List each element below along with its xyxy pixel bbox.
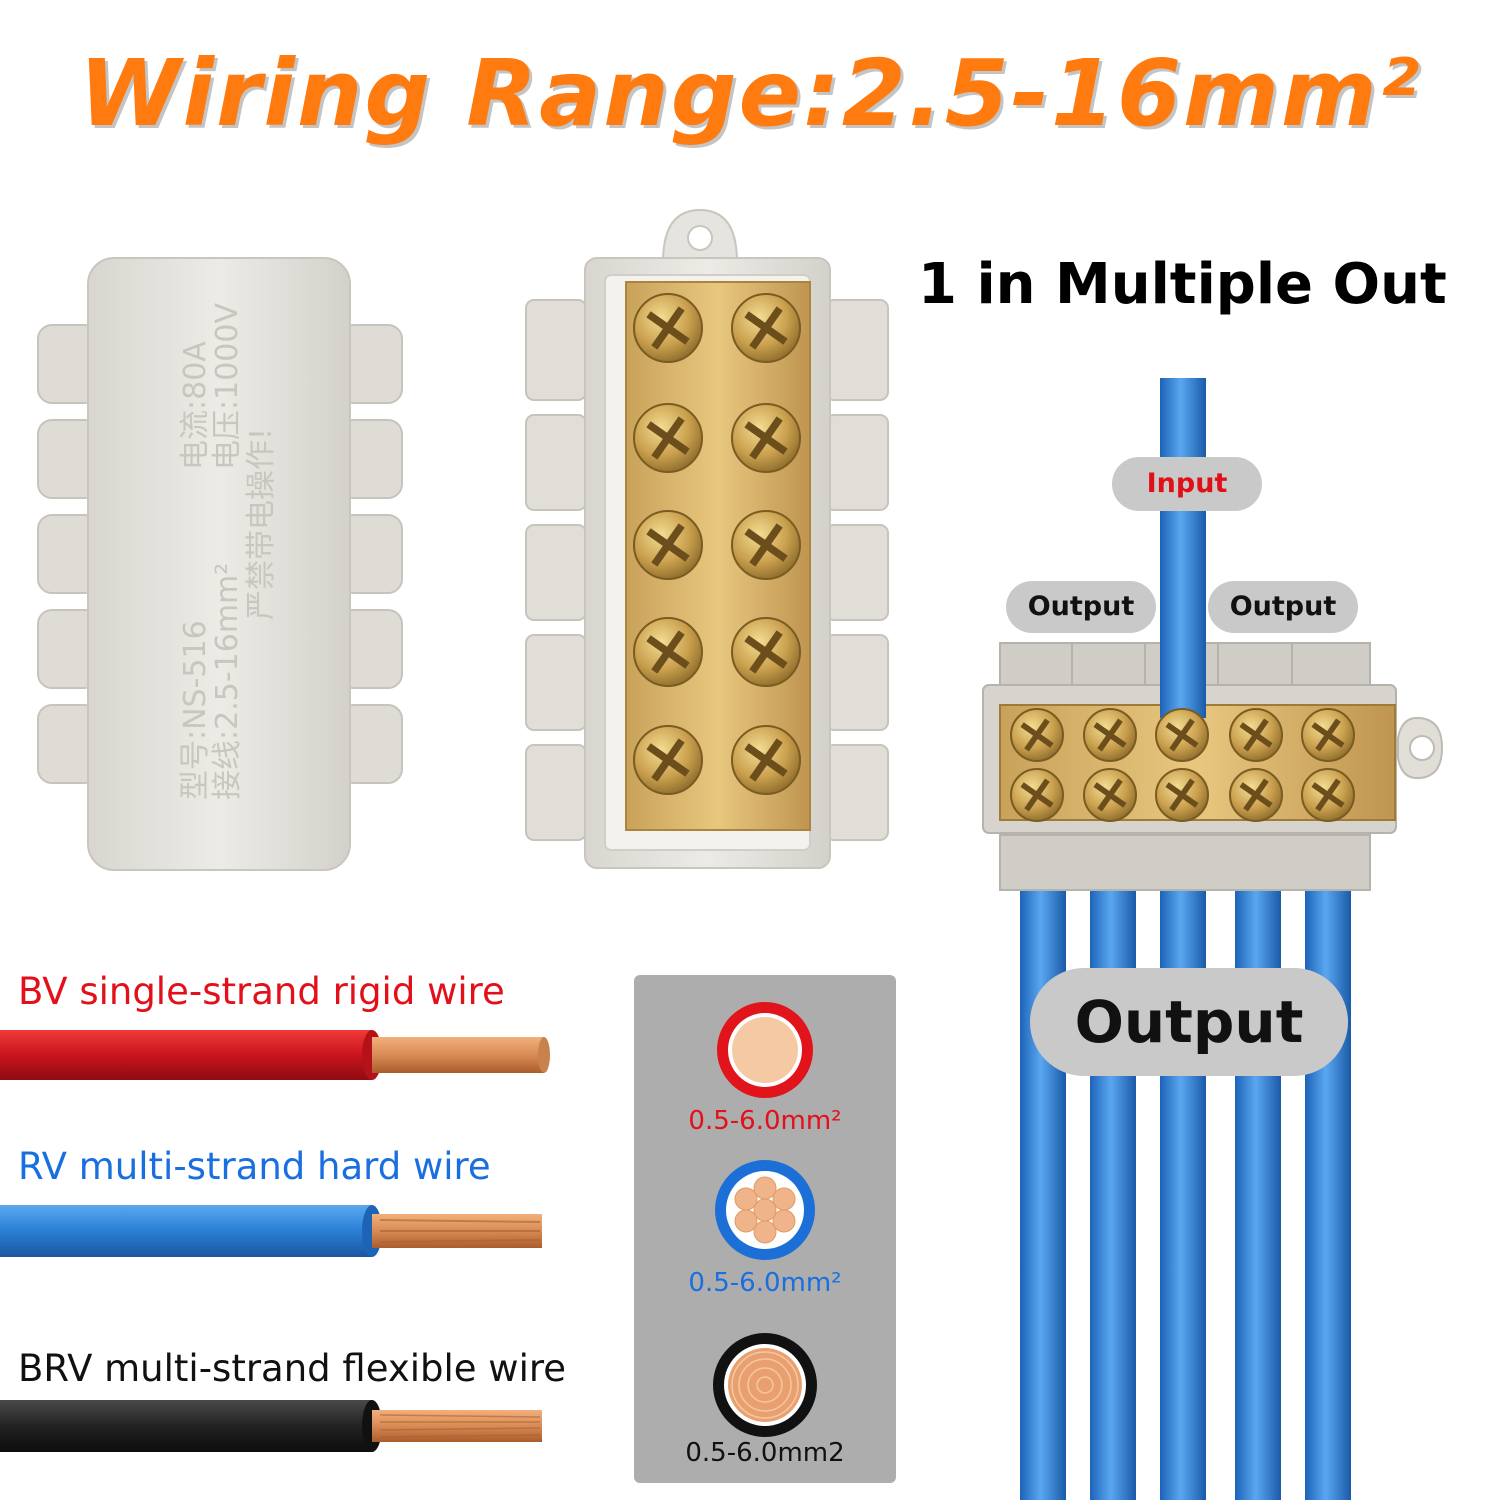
screw-icon: [1229, 708, 1283, 762]
screw-icon: [1155, 768, 1209, 822]
screw-icon: [1301, 768, 1355, 822]
screw-icon: [1083, 708, 1137, 762]
screw-icon: [731, 725, 801, 795]
svg-text:接线:2.5-16mm²: 接线:2.5-16mm²: [210, 563, 245, 800]
svg-text:电流:80A: 电流:80A: [178, 341, 213, 470]
screw-icon: [633, 403, 703, 473]
size-label-rv: 0.5-6.0mm²: [688, 1268, 842, 1298]
screw-icon: [1010, 768, 1064, 822]
input-label: Input: [1112, 457, 1262, 511]
cross-section-panel: [634, 975, 896, 1483]
svg-text:严禁带电操作!: 严禁带电操作!: [244, 428, 279, 620]
red-wire-illustration: [0, 1030, 550, 1080]
svg-text:型号:NS-516: 型号:NS-516: [178, 620, 213, 800]
screw-icon: [731, 510, 801, 580]
subtitle: 1 in Multiple Out: [918, 252, 1447, 317]
screw-icon: [1083, 768, 1137, 822]
screw-icon: [1155, 708, 1209, 762]
output-label-left: Output: [1006, 581, 1156, 633]
black-wire-illustration: [0, 1400, 542, 1452]
wire-label-rv: RV multi-strand hard wire: [18, 1145, 491, 1188]
svg-text:电压:1000V: 电压:1000V: [210, 303, 245, 470]
screw-icon: [731, 617, 801, 687]
module-embossed-text: 型号:NS-516 电流:80A 接线:2.5-16mm² 电压:1000V 严…: [178, 303, 279, 800]
screw-icon: [1229, 768, 1283, 822]
headline: Wiring Range:2.5-16mm²: [79, 40, 1421, 147]
screw-icon: [633, 725, 703, 795]
screw-icon: [633, 510, 703, 580]
size-label-brv: 0.5-6.0mm2: [685, 1438, 845, 1468]
screw-icon: [1010, 708, 1064, 762]
output-label-main: Output: [1030, 968, 1348, 1076]
wire-label-bv: BV single-strand rigid wire: [18, 970, 505, 1013]
screw-icon: [1301, 708, 1355, 762]
screw-icon: [633, 293, 703, 363]
output-label-right: Output: [1208, 581, 1358, 633]
closed-connector-module: [37, 257, 403, 871]
screw-icon: [731, 293, 801, 363]
size-label-bv: 0.5-6.0mm²: [688, 1106, 842, 1136]
screw-icon: [731, 403, 801, 473]
wire-label-brv: BRV multi-strand flexible wire: [18, 1347, 567, 1390]
blue-wire-illustration: [0, 1205, 542, 1257]
screw-icon: [633, 617, 703, 687]
